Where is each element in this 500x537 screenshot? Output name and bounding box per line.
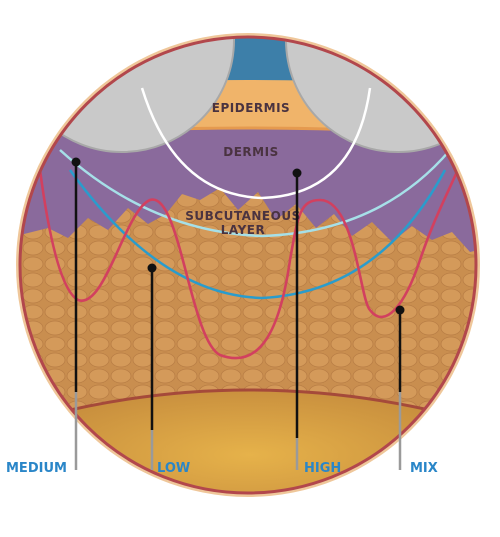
label-subcutaneous-layer: LAYER (221, 223, 265, 237)
electrode-left-text: DE (118, 34, 139, 50)
label-epidermis: EPIDERMIS (212, 101, 290, 115)
pointer-high-dot (292, 168, 302, 178)
pointer-mix-dot (395, 305, 405, 315)
callout-pointers (71, 157, 405, 470)
label-low: LOW (157, 461, 190, 476)
frequency-waveform (38, 158, 464, 360)
muscle-band (30, 390, 470, 493)
muscle-band-edge (29, 388, 471, 422)
pointer-low-dot (147, 263, 157, 273)
label-subcutaneous: SUBCUTANEOUS (185, 209, 300, 223)
pointer-medium-dot (71, 157, 81, 167)
diagram-border (18, 35, 478, 495)
label-high: HIGH (304, 461, 341, 476)
electrode-right-text: E (360, 34, 370, 50)
field-line-lightblue (59, 149, 451, 238)
label-mix: MIX (410, 461, 438, 476)
label-dermis: DERMIS (223, 145, 278, 159)
label-medium: MEDIUM (6, 461, 67, 476)
field-line-blue (68, 169, 447, 300)
field-line-white (140, 87, 372, 200)
